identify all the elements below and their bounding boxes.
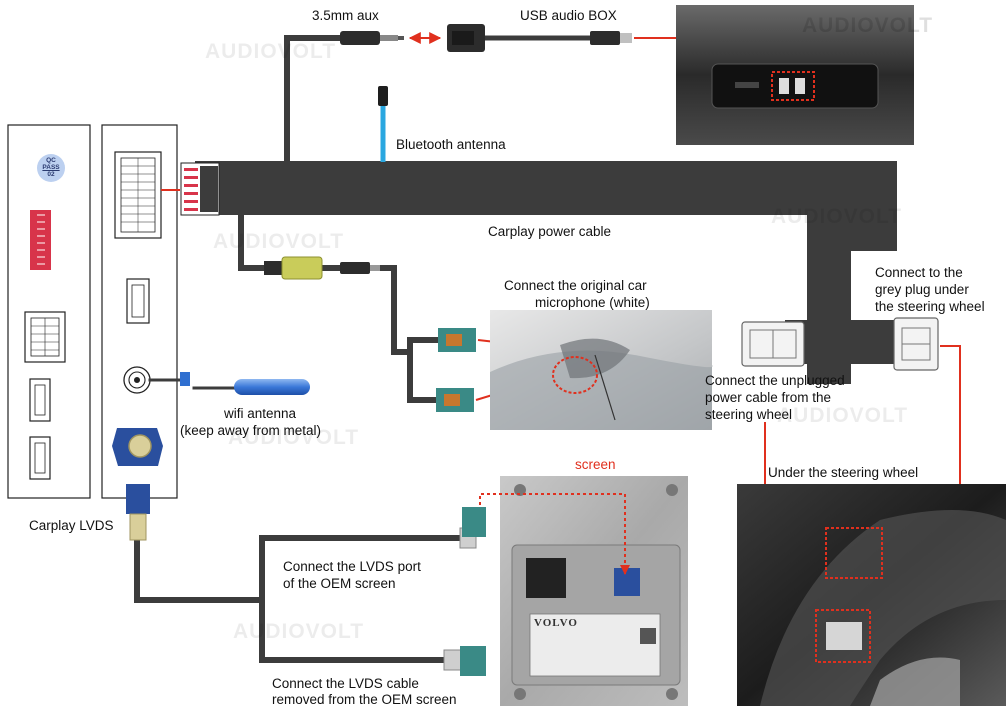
lvds-port-label-line1: Connect the LVDS port [283, 559, 421, 574]
bluetooth-label: Bluetooth antenna [396, 137, 506, 152]
wifi-antenna [180, 372, 310, 395]
watermark: AUDIOVOLT [771, 205, 903, 228]
wifi-label-line1: wifi antenna [224, 406, 297, 421]
lvds-port-label-line2: of the OEM screen [283, 576, 396, 591]
mic-label-line2: microphone (white) [535, 295, 650, 310]
watermark: AUDIOVOLT [228, 426, 360, 449]
screen-photo [500, 476, 688, 706]
lvds-cable-label-line2: removed from the OEM screen [272, 692, 457, 707]
qc-badge-top: QC [46, 157, 56, 164]
watermark: AUDIOVOLT [802, 14, 934, 37]
steering-photo [737, 484, 1006, 706]
unplugged-label-line3: steering wheel [705, 407, 793, 422]
grey-plug-label-line1: Connect to the [875, 265, 963, 280]
hdmi-port [126, 278, 150, 324]
steering-plug-white [741, 321, 805, 367]
watermark: AUDIOVOLT [233, 620, 365, 643]
watermark: AUDIOVOLT [205, 40, 337, 63]
aux-jack [340, 31, 404, 45]
mic-plugs [436, 328, 476, 412]
volvo-plate-brand: VOLVO [534, 617, 578, 629]
mic-label-line1: Connect the original car [504, 278, 647, 293]
power-cable-label: Carplay power cable [488, 224, 612, 239]
mic-adapter [264, 256, 380, 280]
harness-plug [161, 162, 220, 216]
qc-badge-text: QC PASS 02 [37, 157, 65, 178]
carplay-box-front-panel [101, 124, 178, 499]
qc-badge-middle: PASS [42, 164, 60, 171]
carplay-lvds-plug [126, 484, 150, 541]
usb-box-label: USB audio BOX [520, 8, 617, 23]
dip-switch [30, 210, 51, 270]
aux-label: 3.5mm aux [312, 8, 379, 23]
watermark: AUDIOVOLT [213, 230, 345, 253]
screen-label: screen [575, 457, 616, 472]
steering-plug-grey [880, 317, 939, 371]
carplay-box-side-panel [7, 124, 91, 499]
lvds-oem-plugs [443, 507, 486, 676]
usb-audio-box [447, 24, 632, 52]
qc-badge [37, 154, 65, 182]
wifi-label-line2: (keep away from metal) [180, 423, 322, 438]
mic-photo [490, 310, 713, 430]
carplay-lvds-label: Carplay LVDS [29, 518, 114, 533]
qc-badge-bottom: 02 [47, 171, 55, 178]
lvds-cable-label-line1: Connect the LVDS cable [272, 676, 419, 691]
bluetooth-antenna [378, 86, 388, 162]
grey-plug-label-line3: the steering wheel [875, 299, 985, 314]
under-wheel-label: Under the steering wheel [768, 465, 919, 480]
grey-plug-label-line2: grey plug under [875, 282, 969, 297]
console-photo [676, 5, 914, 145]
unplugged-label-line2: power cable from the [705, 390, 832, 405]
unplugged-label-line1: Connect the unplugged [705, 373, 845, 388]
watermark: AUDIOVOLT [777, 404, 909, 427]
